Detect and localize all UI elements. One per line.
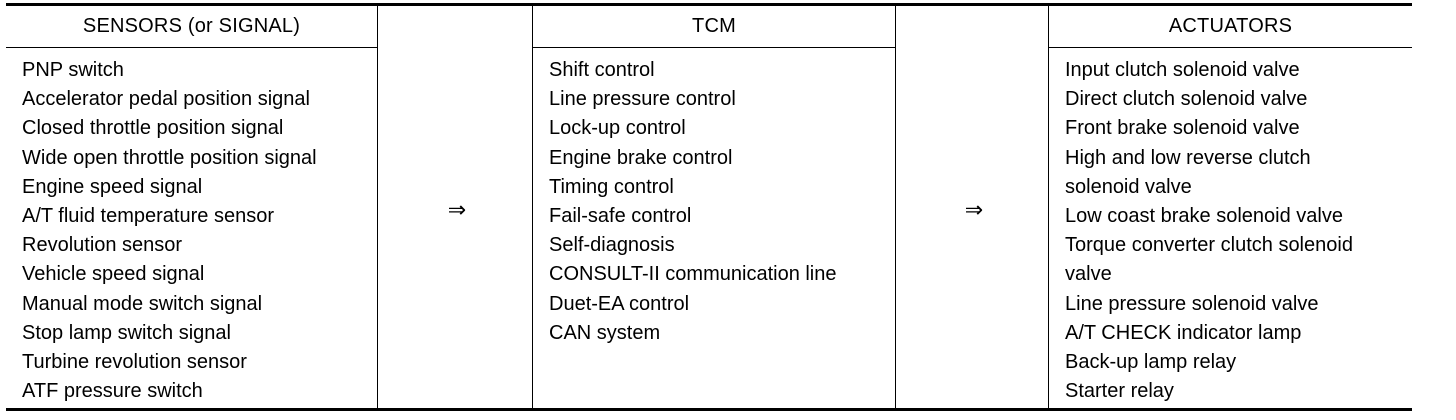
list-item: Back-up lamp relay (1065, 351, 1237, 374)
list-item: Closed throttle position signal (22, 117, 284, 140)
list-item: Engine brake control (549, 146, 733, 169)
tcm-list: Shift control Line pressure control Lock… (533, 48, 895, 348)
list-item: Timing control (549, 175, 674, 198)
list-item: CONSULT-II communication line (549, 263, 837, 286)
list-item: Low coast brake solenoid valve (1065, 205, 1343, 228)
list-item: Self-diagnosis (549, 234, 675, 257)
list-item: A/T fluid temperature sensor (22, 205, 274, 228)
list-item: PNP switch (22, 59, 124, 81)
arrow-tcm-to-actuators: ⇒ (964, 197, 984, 222)
tcm-header: TCM (533, 6, 895, 48)
list-item: Line pressure control (549, 88, 736, 111)
arrow-sensors-to-tcm: ⇒ (447, 197, 467, 222)
list-item: solenoid valve (1065, 175, 1192, 198)
list-item: Vehicle speed signal (22, 263, 205, 286)
actuators-header: ACTUATORS (1049, 6, 1412, 48)
list-item: Input clutch solenoid valve (1065, 59, 1300, 81)
list-item: A/T CHECK indicator lamp (1065, 321, 1302, 344)
sensors-column: SENSORS (or SIGNAL) PNP switch Accelerat… (6, 6, 378, 408)
list-item: Direct clutch solenoid valve (1065, 88, 1308, 111)
list-item: High and low reverse clutch (1065, 146, 1311, 169)
list-item: Accelerator pedal position signal (22, 88, 310, 111)
list-item: Starter relay (1065, 380, 1174, 403)
list-item: CAN system (549, 321, 661, 344)
tcm-column: TCM Shift control Line pressure control … (532, 6, 896, 408)
list-item: Duet-EA control (549, 292, 690, 315)
list-item: Line pressure solenoid valve (1065, 292, 1319, 315)
actuators-list: Input clutch solenoid valve Direct clutc… (1049, 48, 1412, 406)
system-diagram-table: SENSORS (or SIGNAL) PNP switch Accelerat… (6, 3, 1412, 411)
list-item: Wide open throttle position signal (22, 146, 317, 169)
sensors-list: PNP switch Accelerator pedal position si… (6, 48, 377, 406)
list-item: Shift control (549, 59, 655, 81)
list-item: valve (1065, 263, 1112, 286)
list-item: Stop lamp switch signal (22, 321, 231, 344)
list-item: Revolution sensor (22, 234, 183, 257)
actuators-column: ACTUATORS Input clutch solenoid valve Di… (1048, 6, 1412, 408)
list-item: Fail-safe control (549, 205, 692, 228)
list-item: Front brake solenoid valve (1065, 117, 1300, 140)
list-item: Turbine revolution sensor (22, 351, 247, 374)
sensors-header: SENSORS (or SIGNAL) (6, 6, 377, 48)
list-item: ATF pressure switch (22, 380, 203, 403)
list-item: Lock-up control (549, 117, 686, 140)
list-item: Manual mode switch signal (22, 292, 263, 315)
list-item: Engine speed signal (22, 175, 203, 198)
list-item: Torque converter clutch solenoid (1065, 234, 1353, 257)
